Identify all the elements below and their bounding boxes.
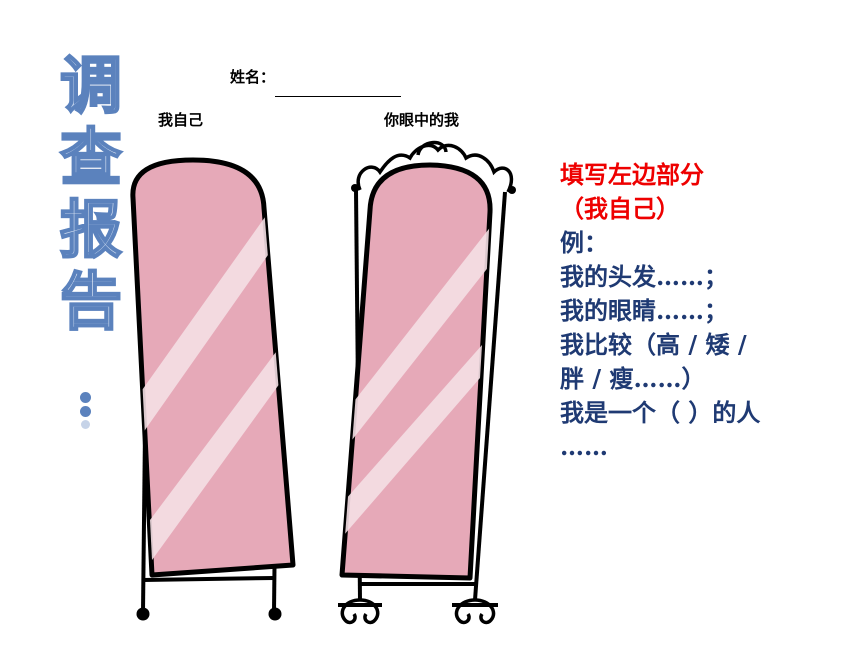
- instruction-eyes: 我的眼睛……；: [560, 296, 728, 325]
- instruction-heading: 填写左边部分: [560, 160, 704, 189]
- colon-dot-bottom: [79, 406, 91, 417]
- mirror-self: [130, 157, 296, 621]
- right-mirror-crest: [356, 143, 514, 193]
- instructions-panel: 填写左边部分 （我自己） 例： 我的头发……； 我的眼睛……； 我比较（高 / …: [560, 158, 850, 464]
- caption-other: 你眼中的我: [384, 111, 460, 129]
- name-label: 姓名：: [230, 68, 276, 86]
- left-mirror-foot-left: [136, 607, 150, 621]
- instruction-height: 我比较（高 / 矮 /: [560, 330, 747, 359]
- colon-dot-reflection: [80, 420, 90, 429]
- right-mirror-leg-right: [473, 191, 507, 601]
- instruction-subheading: （我自己）: [560, 194, 680, 223]
- instruction-person: 我是一个（ ）的人: [560, 398, 761, 427]
- instruction-ellipsis: ……: [560, 432, 608, 461]
- instruction-hair: 我的头发……；: [560, 262, 728, 291]
- name-blank-line[interactable]: [275, 96, 401, 97]
- left-mirror-foot-right: [268, 607, 282, 621]
- caption-self: 我自己: [158, 111, 204, 129]
- instruction-build: 胖 / 瘦……）: [560, 364, 706, 393]
- left-mirror-crossbar: [142, 576, 275, 582]
- title-colon: [75, 392, 95, 429]
- report-title: 调 查 报 告: [56, 49, 126, 338]
- mirror-other: [338, 140, 516, 625]
- title-char-1: 调: [59, 49, 123, 122]
- title-char-2: 查: [59, 121, 123, 194]
- title-char-3: 报: [59, 193, 123, 266]
- colon-dot-top: [79, 392, 91, 403]
- title-char-4: 告: [59, 265, 123, 338]
- instruction-example-label: 例：: [560, 228, 608, 257]
